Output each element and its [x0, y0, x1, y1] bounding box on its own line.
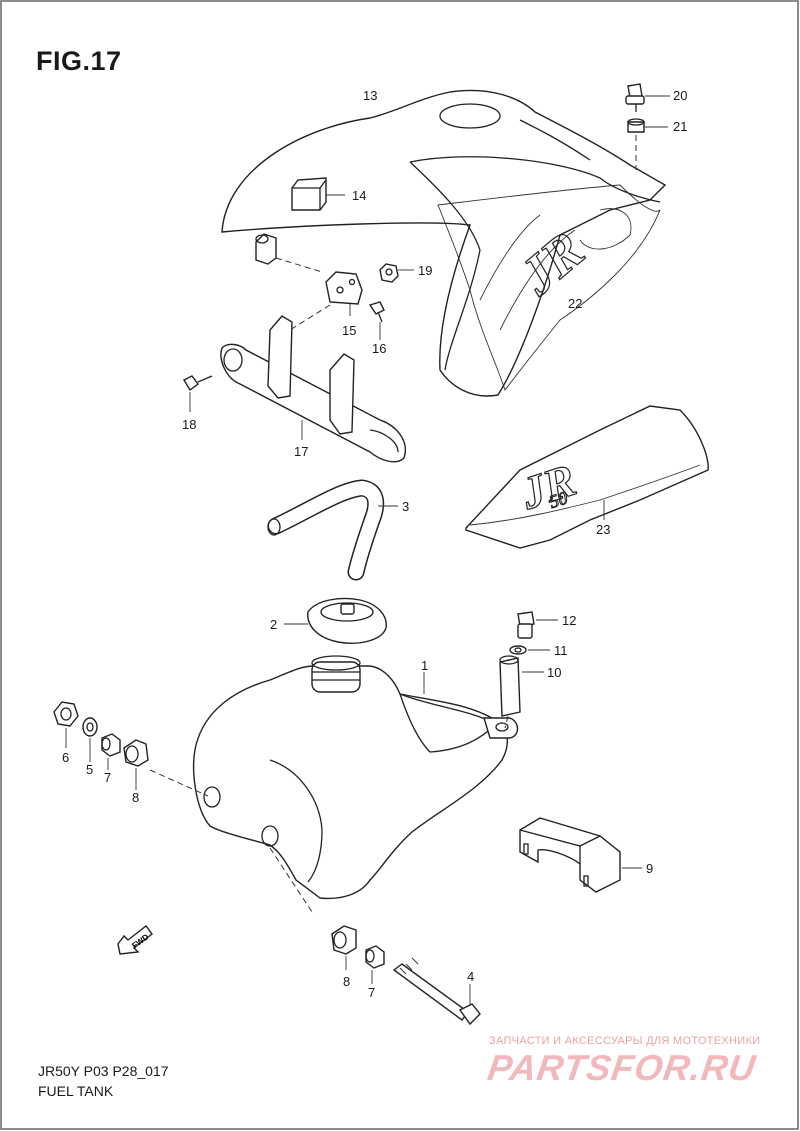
part-5-washer[interactable] — [82, 717, 98, 737]
part-6-nut[interactable] — [53, 701, 79, 727]
callout-11: 11 — [554, 643, 568, 658]
part-15-bracket[interactable] — [325, 271, 363, 305]
callout-12: 12 — [562, 613, 576, 628]
part-7-collar-left[interactable] — [101, 733, 121, 757]
part-11-washer[interactable] — [509, 645, 527, 655]
callout-10: 10 — [547, 665, 561, 680]
part-16-screw[interactable] — [368, 301, 385, 323]
part-14-cushion-pad[interactable] — [291, 177, 327, 211]
part-20-bolt[interactable] — [625, 83, 645, 112]
part-13-tank-cover[interactable] — [221, 89, 667, 397]
part-21-collar[interactable] — [627, 118, 645, 133]
callout-8-left: 8 — [132, 790, 139, 805]
part-18-screw[interactable] — [183, 375, 213, 392]
callout-23: 23 — [596, 522, 610, 537]
callout-22: 22 — [568, 296, 582, 311]
callout-4: 4 — [467, 969, 474, 984]
part-7-collar-bottom[interactable] — [365, 945, 385, 969]
callout-7-left: 7 — [104, 770, 111, 785]
callout-20: 20 — [673, 88, 687, 103]
callout-14: 14 — [352, 188, 366, 203]
footer-section-name: FUEL TANK — [38, 1083, 114, 1099]
rubber-stopper[interactable] — [255, 233, 277, 265]
part-17-frame-brace[interactable] — [220, 315, 407, 463]
callout-7-bottom: 7 — [368, 985, 375, 1000]
callout-16: 16 — [372, 341, 386, 356]
callout-13: 13 — [363, 88, 377, 103]
figure-title: FIG.17 — [36, 46, 122, 76]
part-8-grommet-left[interactable] — [123, 739, 149, 767]
part-4-long-bolt[interactable] — [392, 957, 481, 1026]
part-3-fuel-hose[interactable] — [267, 479, 385, 581]
callout-21: 21 — [673, 119, 687, 134]
part-19-nut[interactable] — [379, 263, 399, 283]
part-2-fuel-cap[interactable] — [307, 597, 387, 644]
callout-6: 6 — [62, 750, 69, 765]
callout-18: 18 — [182, 417, 196, 432]
footer-model-code: JR50Y P03 P28_017 — [38, 1063, 169, 1079]
callout-9: 9 — [646, 861, 653, 876]
callout-5: 5 — [86, 762, 93, 777]
part-8-grommet-bottom[interactable] — [331, 925, 357, 955]
watermark-subtitle: ЗАПЧАСТИ И АКСЕССУАРЫ ДЛЯ МОТОТЕХНИКИ — [489, 1035, 761, 1047]
part-9-tank-cushion[interactable] — [519, 817, 621, 893]
callout-15: 15 — [342, 323, 356, 338]
callout-2: 2 — [270, 617, 277, 632]
callout-8-bottom: 8 — [343, 974, 350, 989]
part-1-fuel-tank[interactable] — [193, 655, 519, 900]
fwd-arrow-icon: FWD — [117, 925, 153, 955]
callout-19: 19 — [418, 263, 432, 278]
part-12-bolt[interactable] — [517, 611, 535, 639]
part-10-collar[interactable] — [499, 655, 521, 717]
callout-17: 17 — [294, 444, 308, 459]
watermark-logo[interactable]: PARTSFOR.RU — [485, 1047, 759, 1088]
callout-1: 1 — [421, 658, 428, 673]
part-23-side-decal[interactable]: JR 50 — [465, 405, 709, 549]
callout-numbers: 13 14 20 21 19 15 16 22 18 17 3 23 2 12 … — [62, 88, 687, 1000]
callout-3: 3 — [402, 499, 409, 514]
